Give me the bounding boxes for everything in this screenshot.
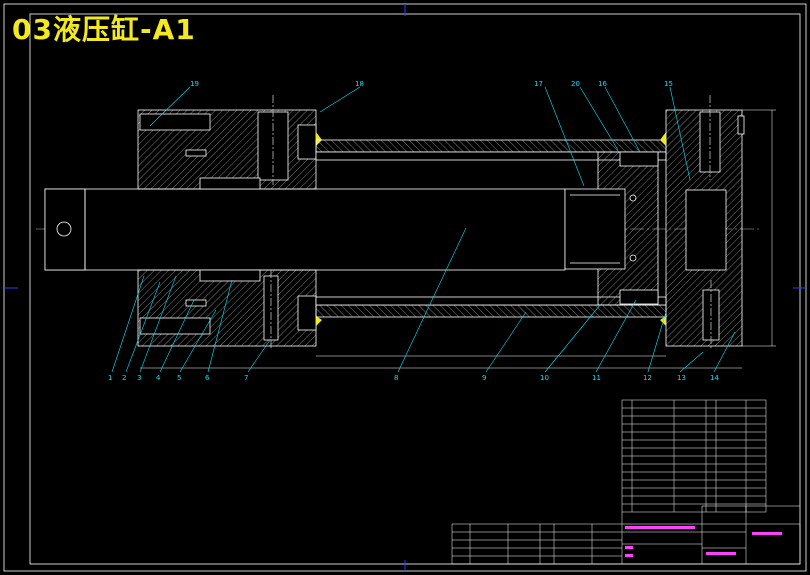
- callout-11: 11: [592, 374, 601, 382]
- callout-10: 10: [540, 374, 549, 382]
- seal-ring-bottom-left: [316, 316, 322, 326]
- drawing-title: 03液压缸-A1: [12, 13, 196, 46]
- callouts-top: [149, 86, 691, 187]
- callout-2: 2: [122, 374, 126, 382]
- callout-8: 8: [394, 374, 398, 382]
- seal-ring-top-right: [660, 132, 666, 146]
- cylinder-barrel: [315, 139, 667, 318]
- callout-19: 19: [190, 80, 199, 88]
- callout-6: 6: [205, 374, 210, 382]
- piston: [564, 151, 659, 306]
- callout-16: 16: [598, 80, 607, 88]
- callout-14: 14: [710, 374, 719, 382]
- callout-9: 9: [482, 374, 486, 382]
- title-block: [451, 505, 801, 565]
- callout-12: 12: [643, 374, 652, 382]
- piston-rod: [44, 188, 566, 271]
- rear-cylinder-cover: [665, 95, 745, 350]
- callouts-bottom: [111, 227, 736, 373]
- callout-18: 18: [355, 80, 364, 88]
- title-block-accents: [625, 526, 782, 557]
- callout-15: 15: [664, 80, 673, 88]
- callout-13: 13: [677, 374, 686, 382]
- callout-20: 20: [571, 80, 580, 88]
- callout-5: 5: [177, 374, 181, 382]
- callout-17: 17: [534, 80, 543, 88]
- callout-4: 4: [156, 374, 161, 382]
- front-cylinder-head: [137, 95, 317, 350]
- callout-7: 7: [244, 374, 248, 382]
- callout-1: 1: [108, 374, 112, 382]
- dimension-lines: [140, 109, 776, 369]
- parts-list-table: [621, 399, 767, 513]
- frame-center-marks: [4, 4, 806, 571]
- callout-3: 3: [137, 374, 141, 382]
